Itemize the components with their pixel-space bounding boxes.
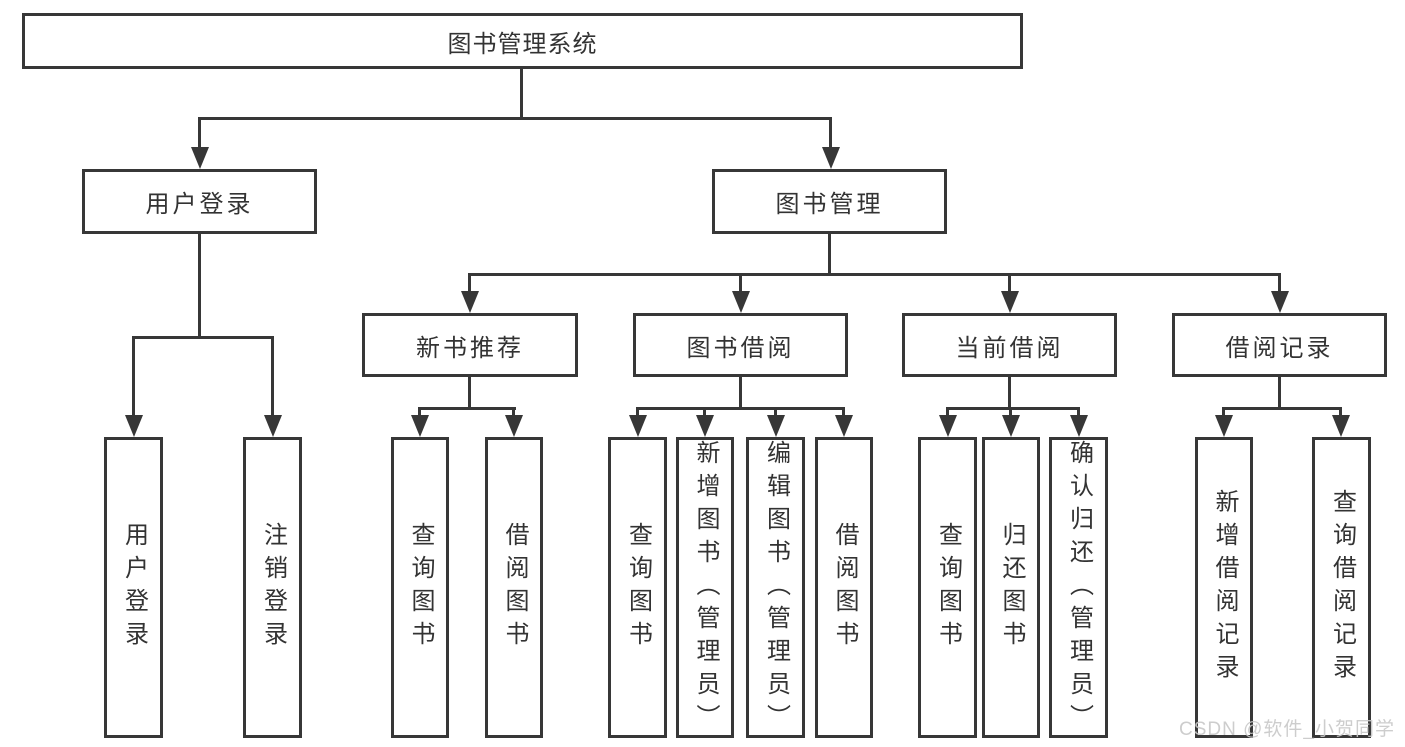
arrowhead (1001, 291, 1019, 313)
arrowhead (1070, 415, 1088, 437)
connector-cb-drop (1009, 407, 1012, 419)
leaf-recommend-borrow-books: 借阅图书 (485, 437, 543, 738)
connector-bookmgmt-drop (1008, 273, 1011, 293)
connector-rec-drop (512, 407, 515, 419)
connector-br-drop (1222, 407, 1225, 419)
arrowhead (629, 415, 647, 437)
leaf-borrow-query-books: 查询图书 (608, 437, 667, 738)
arrowhead (191, 147, 209, 169)
connector-bb-bar (636, 407, 845, 410)
csdn-watermark: CSDN @软件_小贺同学 (1179, 719, 1395, 740)
leaf-current-query-books: 查询图书 (918, 437, 977, 738)
connector-rec-stem (468, 377, 471, 407)
connector-br-stem (1278, 377, 1281, 407)
arrowhead (696, 415, 714, 437)
connector-userlogin-drop (132, 336, 135, 417)
leaf-user-login: 用户登录 (104, 437, 163, 738)
arrowhead (1332, 415, 1350, 437)
connector-bb-stem (739, 377, 742, 407)
leaf-borrow-add-books-admin: 新增图书（管理员） (676, 437, 734, 738)
connector-bookmgmt-drop (739, 273, 742, 293)
connector-cb-stem (1008, 377, 1011, 407)
connector-bb-drop (636, 407, 639, 419)
arrowhead (767, 415, 785, 437)
arrowhead (125, 415, 143, 437)
arrowhead (1002, 415, 1020, 437)
connector-cb-drop (1077, 407, 1080, 419)
connector-bookmgmt-stem (828, 234, 831, 273)
leaf-logout: 注销登录 (243, 437, 302, 738)
connector-br-bar (1222, 407, 1342, 410)
node-current-borrow: 当前借阅 (902, 313, 1117, 377)
leaf-recommend-query-books: 查询图书 (391, 437, 449, 738)
node-root: 图书管理系统 (22, 13, 1023, 69)
node-user-login-group: 用户登录 (82, 169, 317, 234)
connector-rec-bar (418, 407, 516, 410)
connector-root-bar (198, 117, 832, 120)
connector-root-stem (520, 69, 523, 117)
arrowhead (835, 415, 853, 437)
leaf-record-query-borrow-record: 查询借阅记录 (1312, 437, 1371, 738)
arrowhead (461, 291, 479, 313)
connector-bookmgmt-bar (468, 273, 1281, 276)
leaf-record-add-borrow-record: 新增借阅记录 (1195, 437, 1253, 738)
arrowhead (1271, 291, 1289, 313)
leaf-current-confirm-return-admin: 确认归还（管理员） (1049, 437, 1108, 738)
connector-userlogin-stem (198, 234, 201, 336)
node-borrow-record: 借阅记录 (1172, 313, 1387, 377)
connector-bb-drop (774, 407, 777, 419)
connector-root-drop (198, 117, 201, 150)
leaf-borrow-edit-books-admin: 编辑图书（管理员） (746, 437, 805, 738)
connector-cb-bar (946, 407, 1080, 410)
leaf-current-return-books: 归还图书 (982, 437, 1040, 738)
arrowhead (411, 415, 429, 437)
arrowhead (732, 291, 750, 313)
connector-bookmgmt-drop (1278, 273, 1281, 293)
connector-br-drop (1339, 407, 1342, 419)
connector-userlogin-drop (271, 336, 274, 417)
arrowhead (264, 415, 282, 437)
node-book-borrow: 图书借阅 (633, 313, 848, 377)
connector-userlogin-bar (132, 336, 273, 339)
arrowhead (505, 415, 523, 437)
connector-bb-drop (842, 407, 845, 419)
node-new-book-recommend: 新书推荐 (362, 313, 578, 377)
node-book-management-group: 图书管理 (712, 169, 947, 234)
arrowhead (1215, 415, 1233, 437)
arrowhead (939, 415, 957, 437)
connector-bb-drop (703, 407, 706, 419)
arrowhead (822, 147, 840, 169)
connector-rec-drop (418, 407, 421, 419)
connector-bookmgmt-drop (468, 273, 471, 293)
leaf-borrow-borrow-books: 借阅图书 (815, 437, 873, 738)
connector-cb-drop (946, 407, 949, 419)
connector-root-drop (829, 117, 832, 150)
